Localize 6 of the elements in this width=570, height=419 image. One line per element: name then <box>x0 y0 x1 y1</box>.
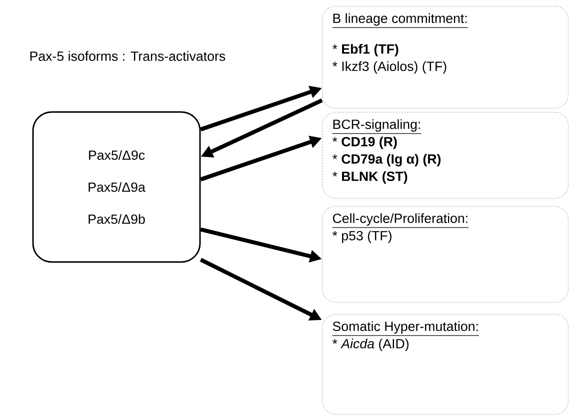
category-box: Somatic Hyper-mutation: *Aicda (AID) <box>322 314 569 415</box>
category-box: B lineage commitment: *Ebf1 (TF) * Ikzf3 (Aiolos) (TF) <box>322 6 569 109</box>
category-box: BCR-signaling: *CD19 (R) *CD79a (Ig α) (R) *BLNK (ST) <box>322 112 569 199</box>
isoform-box: Pax5/Δ9c Pax5/Δ9a Pax5/Δ9b <box>32 111 201 263</box>
heading: Pax-5 isoforms : Trans-activators <box>30 51 226 61</box>
category-box: Cell-cycle/Proliferation: * p53 (TF) <box>322 206 569 303</box>
